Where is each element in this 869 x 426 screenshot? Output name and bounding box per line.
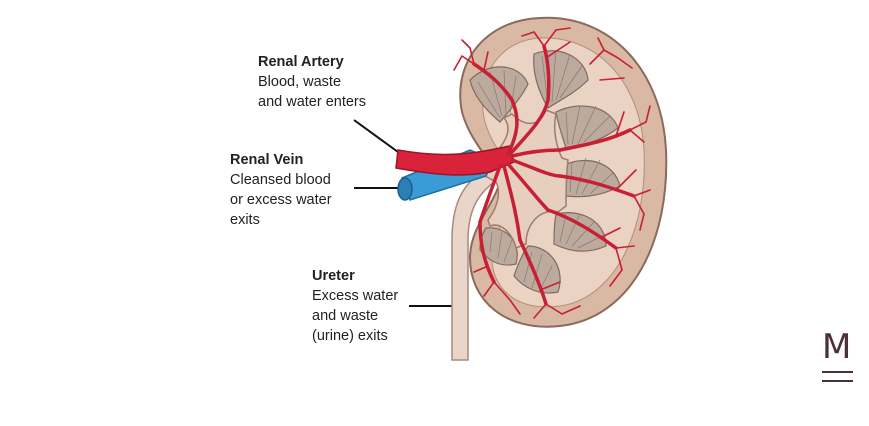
renal-vein-opening <box>397 177 413 201</box>
brand-logo: M <box>822 330 856 382</box>
ureter-title: Ureter <box>312 268 355 284</box>
renal-artery-title: Renal Artery <box>258 54 344 70</box>
pyramid-striations <box>477 49 615 291</box>
logo-bar-1 <box>822 371 853 373</box>
pyramid-1 <box>469 66 529 123</box>
logo-letter: M <box>822 327 852 367</box>
pyramid-6 <box>513 245 561 294</box>
ureter-label: Ureter Excess water and waste (urine) ex… <box>312 266 398 346</box>
renal-vein-title: Renal Vein <box>230 152 304 168</box>
logo-bar-2 <box>822 380 853 382</box>
renal-vein-desc: Cleansed blood or excess water exits <box>230 172 332 228</box>
arterial-twigs <box>453 27 651 319</box>
ureter-desc: Excess water and waste (urine) exits <box>312 288 399 344</box>
arterial-branches <box>472 44 636 306</box>
renal-artery-desc: Blood, waste and water enters <box>258 74 367 110</box>
renal-artery-leader <box>353 119 399 153</box>
renal-vein-label: Renal Vein Cleansed blood or excess wate… <box>230 150 332 230</box>
renal-artery-label: Renal Artery Blood, waste and water ente… <box>258 52 366 112</box>
